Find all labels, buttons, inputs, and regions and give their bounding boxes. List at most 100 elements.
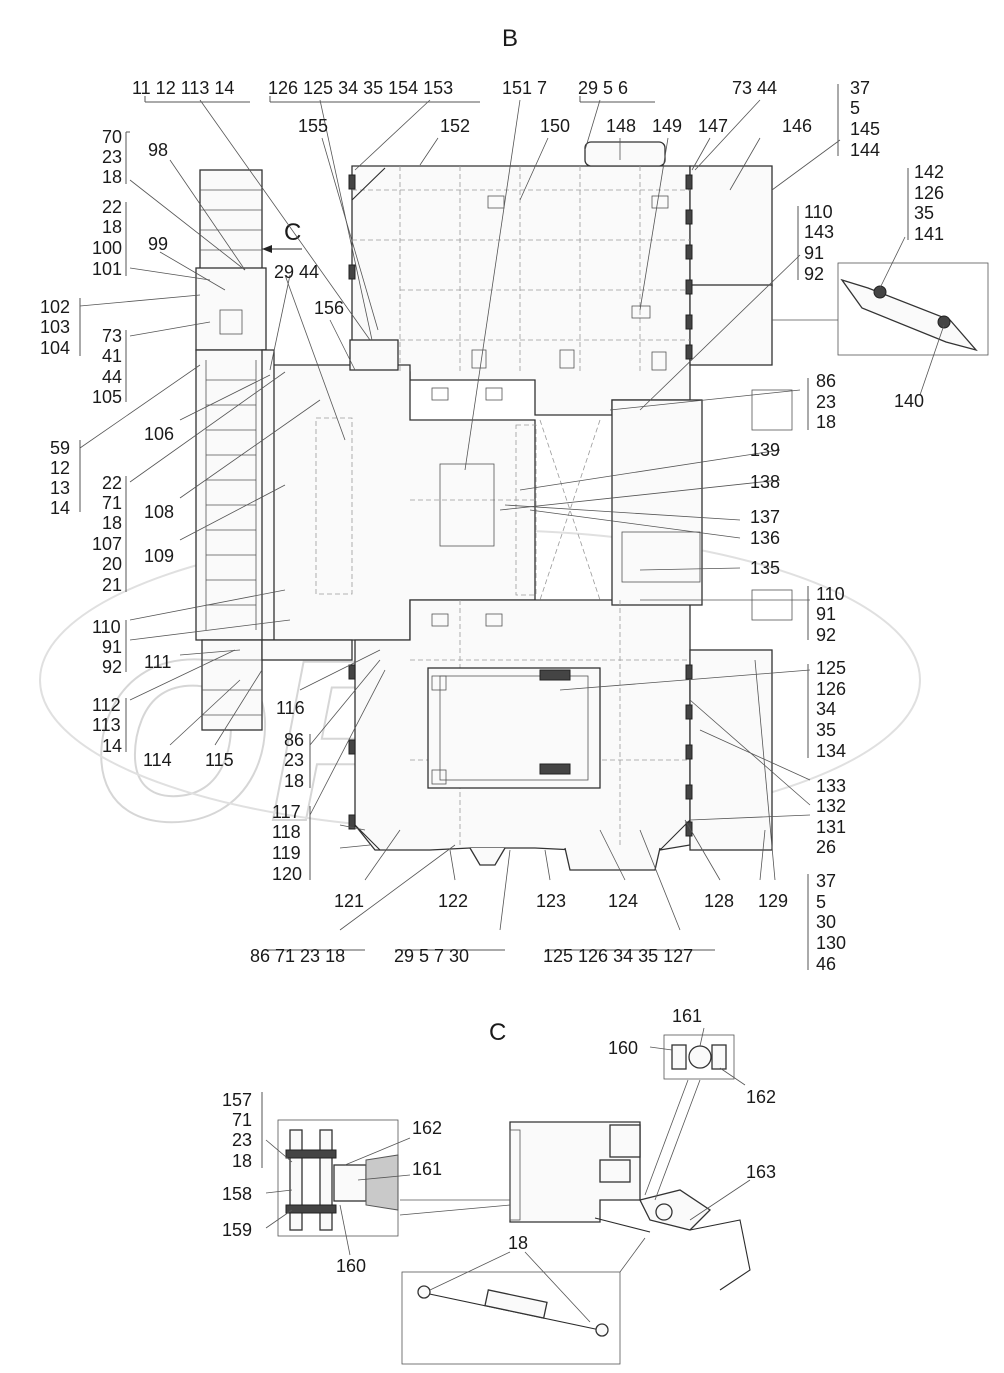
view-c-drawing — [277, 1034, 751, 1365]
callout-t12: 146 — [782, 116, 812, 136]
stack-r2-2: 35 — [914, 203, 934, 223]
stack-l7-0: 110 — [92, 617, 121, 637]
stack-l2-1: 18 — [102, 217, 122, 237]
labels-top: 11 12 113 14 126 125 34 35 154 153 151 7… — [132, 78, 812, 318]
callout-rs2: 139 — [750, 440, 780, 460]
callout-s1: 106 — [144, 424, 174, 444]
stack-l5-0: 59 — [50, 438, 70, 458]
stack-l7-1: 91 — [102, 637, 122, 657]
callout-c8: 159 — [222, 1220, 252, 1240]
callout-t14: 99 — [148, 234, 168, 254]
stack-l9-2: 18 — [284, 771, 304, 791]
stack-l8-2: 14 — [102, 736, 122, 756]
leader-lines — [79, 99, 945, 1323]
main-platform — [271, 141, 793, 871]
stack-l10-1: 118 — [272, 822, 301, 842]
callout-t9: 148 — [606, 116, 636, 136]
stack-r9-3: 130 — [816, 933, 846, 953]
stack-r7-1: 126 — [816, 679, 846, 699]
callout-b5: 128 — [704, 891, 734, 911]
view-title-c: C — [489, 1019, 506, 1046]
stack-brackets — [79, 84, 909, 1168]
stack-l2-2: 100 — [92, 238, 122, 258]
stack-r6-0: 110 — [816, 584, 845, 604]
callout-c5: 161 — [412, 1159, 442, 1179]
stack-l6-0: 22 — [102, 473, 122, 493]
callout-c7: 158 — [222, 1184, 252, 1204]
detail-140-box — [772, 262, 989, 356]
stack-l4-2: 44 — [102, 367, 122, 387]
callout-b4: 124 — [608, 891, 638, 911]
stack-l10-3: 120 — [272, 864, 302, 884]
stack-r1-2: 145 — [850, 119, 880, 139]
callout-t7: 152 — [440, 116, 470, 136]
stack-l9-1: 23 — [284, 750, 304, 770]
stack-r8-1: 132 — [816, 796, 846, 816]
callout-t8: 150 — [540, 116, 570, 136]
labels-view-c: 161 160 162 162 161 163 158 159 160 18 1… — [222, 1006, 776, 1276]
stack-r4-1: 23 — [816, 392, 836, 412]
stack-r1-0: 37 — [850, 78, 870, 98]
callout-s5: 116 — [276, 698, 305, 718]
view-title-b: B — [502, 25, 518, 52]
callout-t16: 156 — [314, 298, 344, 318]
stack-l3-0: 102 — [40, 297, 70, 317]
labels-right: 37 5 145 144 142 126 35 141 110 143 91 9… — [750, 78, 944, 974]
callout-c9: 160 — [336, 1256, 366, 1276]
stack-l3-1: 103 — [40, 317, 70, 337]
stack-l6-2: 18 — [102, 513, 122, 533]
stack-r3-1: 143 — [804, 222, 834, 242]
stack-r7-4: 134 — [816, 741, 846, 761]
stack-l5-3: 14 — [50, 498, 70, 518]
stack-cs1-1: 71 — [232, 1110, 252, 1130]
stack-l5-1: 12 — [50, 458, 70, 478]
stack-r6-2: 92 — [816, 625, 836, 645]
callout-t11: 147 — [698, 116, 728, 136]
callout-b3: 123 — [536, 891, 566, 911]
callout-t1: 11 12 113 14 — [132, 78, 234, 98]
callout-t10: 149 — [652, 116, 682, 136]
stack-l2-0: 22 — [102, 197, 122, 217]
stack-l8-1: 113 — [92, 715, 121, 735]
callout-s3: 109 — [144, 546, 174, 566]
callout-rs4: 135 — [750, 558, 780, 578]
stack-r1-3: 144 — [850, 140, 880, 160]
callout-b2: 122 — [438, 891, 468, 911]
stack-l6-4: 20 — [102, 554, 122, 574]
stack-r2-0: 142 — [914, 162, 944, 182]
callout-t2: 126 125 34 35 154 153 — [268, 78, 453, 98]
callout-c10: 18 — [508, 1233, 528, 1253]
stack-l8-0: 112 — [92, 695, 121, 715]
stack-l4-0: 73 — [102, 326, 122, 346]
stack-r3-0: 110 — [804, 202, 833, 222]
callout-t13: 98 — [148, 140, 168, 160]
callout-s2: 108 — [144, 502, 174, 522]
stack-l4-3: 105 — [92, 387, 122, 407]
stack-r1-1: 5 — [850, 98, 860, 118]
callout-b6: 129 — [758, 891, 788, 911]
stack-l6-3: 107 — [92, 534, 122, 554]
callout-c3: 162 — [746, 1087, 776, 1107]
stack-r7-0: 125 — [816, 658, 846, 678]
callout-rs1: 140 — [894, 391, 924, 411]
stack-r2-3: 141 — [914, 224, 944, 244]
stack-cs1-2: 23 — [232, 1130, 252, 1150]
stack-cs1-3: 18 — [232, 1151, 252, 1171]
stack-r9-1: 5 — [816, 892, 826, 912]
view-arrow-c — [262, 245, 302, 253]
stack-r7-2: 34 — [816, 699, 836, 719]
stack-r8-0: 133 — [816, 776, 846, 796]
stack-l5-2: 13 — [50, 478, 70, 498]
stack-l9-0: 86 — [284, 730, 304, 750]
labels-left: 70 23 18 22 18 100 101 102 103 104 73 41… — [40, 127, 305, 884]
labels-bottom: 121 122 123 124 128 129 86 71 23 18 29 5… — [250, 891, 788, 966]
callout-t5: 73 44 — [732, 78, 777, 98]
callout-b8: 29 5 7 30 — [394, 946, 469, 966]
stack-l6-1: 71 — [102, 493, 122, 513]
callout-c6: 163 — [746, 1162, 776, 1182]
stack-r9-4: 46 — [816, 954, 836, 974]
stack-l3-2: 104 — [40, 338, 70, 358]
stack-r7-3: 35 — [816, 720, 836, 740]
stack-l10-0: 117 — [272, 802, 301, 822]
